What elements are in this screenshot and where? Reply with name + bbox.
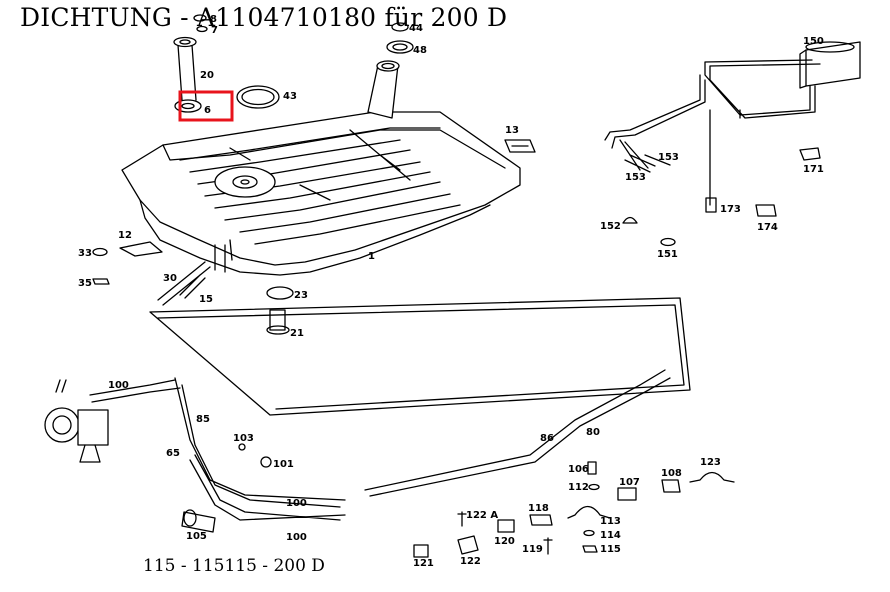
part-label[interactable]: 122 xyxy=(460,556,481,567)
fuel-line-frame xyxy=(149,297,691,416)
part-label[interactable]: 174 xyxy=(757,222,778,233)
part-label[interactable]: 44 xyxy=(409,23,423,34)
part-label[interactable]: 153 xyxy=(625,172,646,183)
part-label[interactable]: 112 xyxy=(568,482,589,493)
part-label[interactable]: 122 A xyxy=(466,510,498,521)
fuel-feed-pump[interactable] xyxy=(44,379,109,463)
part-label[interactable]: 123 xyxy=(700,457,721,468)
part-label[interactable]: 171 xyxy=(803,164,824,175)
part-label[interactable]: 151 xyxy=(657,249,678,260)
clip-120[interactable] xyxy=(497,519,515,533)
washer-112[interactable] xyxy=(588,483,600,491)
fuel-line-100 xyxy=(89,379,181,403)
highlight-box xyxy=(178,90,234,122)
hose-30-15[interactable] xyxy=(157,261,211,306)
fuel-line-85-65 xyxy=(174,377,346,521)
part-label[interactable]: 65 xyxy=(166,448,180,459)
part-label[interactable]: 20 xyxy=(200,70,214,81)
part-label[interactable]: 118 xyxy=(528,503,549,514)
bracket-13[interactable] xyxy=(504,139,536,153)
seal-43[interactable] xyxy=(236,85,280,109)
pump-21[interactable] xyxy=(266,309,290,335)
clip-118[interactable] xyxy=(529,514,553,526)
cap-152[interactable] xyxy=(622,216,638,224)
part-label[interactable]: 12 xyxy=(118,230,132,241)
screw-122A[interactable] xyxy=(457,511,467,527)
part-label[interactable]: 101 xyxy=(273,459,294,470)
seal-44-48[interactable] xyxy=(386,22,414,54)
part-label[interactable]: 103 xyxy=(233,433,254,444)
strap-12[interactable] xyxy=(119,241,163,257)
bolt-101[interactable] xyxy=(260,456,272,468)
nut-35[interactable] xyxy=(92,278,110,285)
part-label[interactable]: 119 xyxy=(522,544,543,555)
part-label[interactable]: 7 xyxy=(211,25,218,36)
part-label[interactable]: 152 xyxy=(600,221,621,232)
part-label[interactable]: 121 xyxy=(413,558,434,569)
filter-105[interactable] xyxy=(181,509,216,533)
part-label[interactable]: 15 xyxy=(199,294,213,305)
clamp-123[interactable] xyxy=(689,471,735,483)
part-label[interactable]: 100 xyxy=(108,380,129,391)
part-label[interactable]: 115 xyxy=(600,544,621,555)
part-label[interactable]: 120 xyxy=(494,536,515,547)
bracket-113[interactable] xyxy=(567,505,611,519)
clip-174[interactable] xyxy=(755,204,777,217)
fuel-line-80-86 xyxy=(364,369,671,497)
part-label[interactable]: 100 xyxy=(286,498,307,509)
clip-121[interactable] xyxy=(413,544,429,558)
part-label[interactable]: 21 xyxy=(290,328,304,339)
part-label[interactable]: 153 xyxy=(658,152,679,163)
part-labels: 6 7 8 20 43 44 48 13 150 153 153 171 173… xyxy=(78,14,824,569)
part-label[interactable]: 30 xyxy=(163,273,177,284)
part-label[interactable]: 23 xyxy=(294,290,308,301)
grommet-151[interactable] xyxy=(660,237,676,247)
fuel-tank[interactable] xyxy=(121,60,521,276)
part-label[interactable]: 35 xyxy=(78,278,92,289)
part-label[interactable]: 1 xyxy=(368,251,375,262)
part-label[interactable]: 86 xyxy=(540,433,554,444)
screw-119[interactable] xyxy=(543,537,553,555)
vent-lines xyxy=(604,59,821,206)
screw-103[interactable] xyxy=(238,443,246,451)
part-label[interactable]: 48 xyxy=(413,45,427,56)
part-label[interactable]: 6 xyxy=(204,105,211,116)
model-caption: 115 - 115115 - 200 D xyxy=(143,556,325,576)
part-label[interactable]: 107 xyxy=(619,477,640,488)
seal-23[interactable] xyxy=(266,286,294,300)
hose-153[interactable] xyxy=(624,154,671,173)
part-label[interactable]: 105 xyxy=(186,531,207,542)
bracket-122[interactable] xyxy=(457,535,479,555)
clip-171[interactable] xyxy=(799,147,821,161)
clip-107[interactable] xyxy=(617,487,637,501)
sender-tube[interactable] xyxy=(173,14,208,101)
part-label[interactable]: 33 xyxy=(78,248,92,259)
washer-114[interactable] xyxy=(583,529,595,537)
part-label[interactable]: 106 xyxy=(568,464,589,475)
part-label[interactable]: 173 xyxy=(720,204,741,215)
part-label[interactable]: 108 xyxy=(661,468,682,479)
expansion-tank[interactable] xyxy=(799,41,861,89)
part-label[interactable]: 85 xyxy=(196,414,210,425)
part-label[interactable]: 114 xyxy=(600,530,621,541)
clip-108[interactable] xyxy=(661,479,681,493)
part-label[interactable]: 43 xyxy=(283,91,297,102)
part-label[interactable]: 113 xyxy=(600,516,621,527)
page-title: DICHTUNG - A1104710180 für 200 D xyxy=(20,3,508,32)
nut-115[interactable] xyxy=(582,545,598,553)
part-label[interactable]: 8 xyxy=(210,14,217,25)
valve-173[interactable] xyxy=(705,197,717,213)
part-label[interactable]: 100 xyxy=(286,532,307,543)
washer-33[interactable] xyxy=(92,247,108,257)
part-label[interactable]: 13 xyxy=(505,125,519,136)
part-label[interactable]: 150 xyxy=(803,36,824,47)
part-label[interactable]: 80 xyxy=(586,427,600,438)
clip-106[interactable] xyxy=(587,461,597,475)
